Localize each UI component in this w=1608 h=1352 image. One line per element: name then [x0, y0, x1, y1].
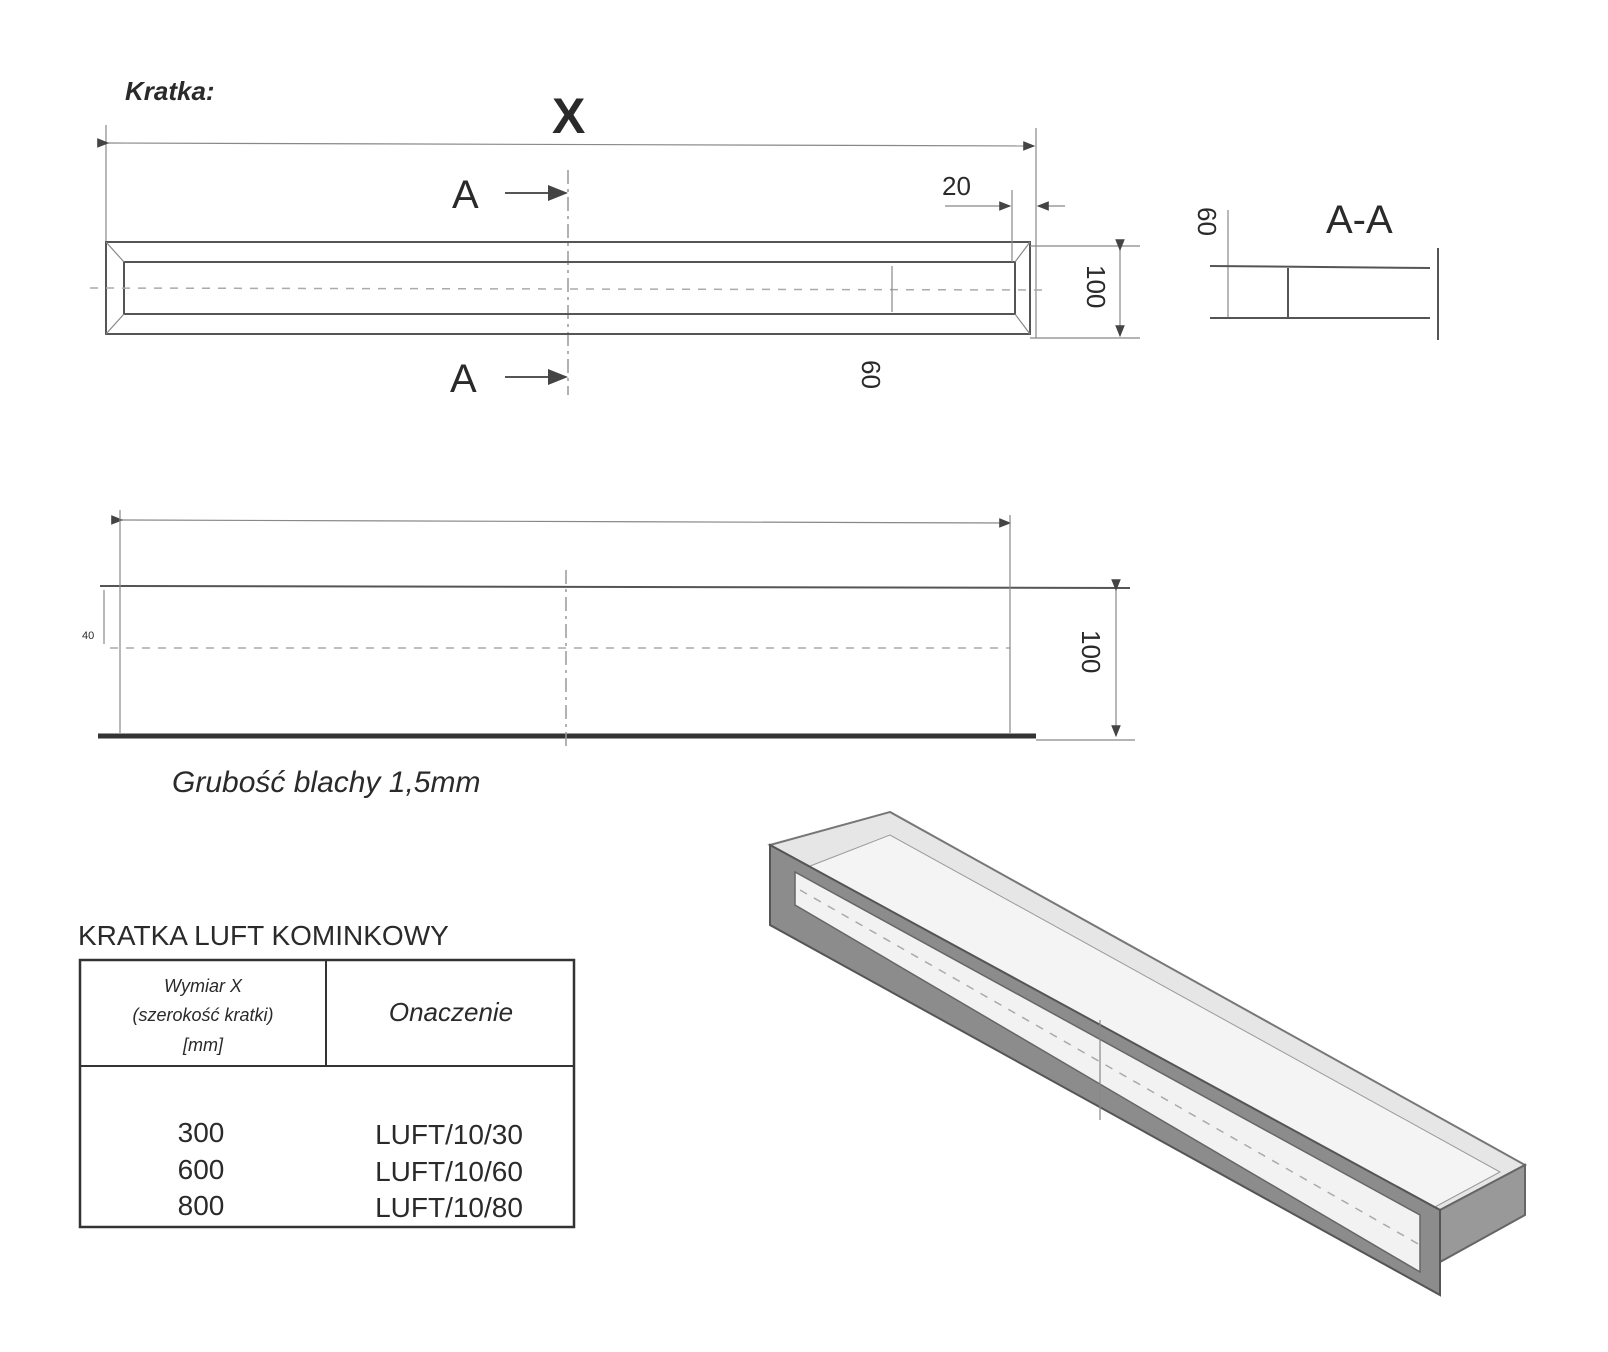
- row-code: LUFT/10/30: [375, 1119, 523, 1150]
- front-view: Kratka: X A A 20 100 60: [89, 76, 1140, 401]
- row-code: LUFT/10/80: [375, 1192, 523, 1223]
- row-code: LUFT/10/60: [375, 1156, 523, 1187]
- row-width: 300: [178, 1117, 225, 1148]
- isometric-illustration: [767, 810, 1528, 1297]
- dim-opening-label: 60: [856, 360, 886, 389]
- header-col1-line1: Wymiar X: [164, 976, 243, 996]
- header-col1-line3: [mm]: [182, 1035, 224, 1055]
- side-dim-small-label: 40: [82, 630, 94, 642]
- side-view: 100 40 Grubość blachy 1,5mm: [82, 510, 1135, 799]
- dim-flange-label: 20: [942, 171, 971, 201]
- section-title: A-A: [1326, 198, 1393, 242]
- section-marker-bottom: A: [450, 357, 477, 401]
- outer-frame: [105, 241, 1031, 335]
- section-view: 60 A-A: [1192, 198, 1439, 340]
- section-dim-label: 60: [1192, 207, 1222, 236]
- side-dim-height-label: 100: [1076, 630, 1106, 673]
- row-width: 600: [178, 1154, 225, 1185]
- row-width: 800: [178, 1190, 225, 1221]
- header-col1-line2: (szerokość kratki): [132, 1005, 273, 1025]
- product-table: KRATKA LUFT KOMINKOWY Wymiar X (szerokoś…: [78, 920, 576, 1229]
- header-col2: Onaczenie: [389, 997, 513, 1027]
- table-title: KRATKA LUFT KOMINKOWY: [78, 920, 449, 951]
- dimension-line-x: [97, 138, 1036, 151]
- drawing-label: Kratka:: [125, 76, 215, 106]
- dimension-x-label: X: [552, 88, 585, 144]
- center-line-horizontal: [89, 287, 1051, 291]
- section-marker-top: A: [452, 173, 479, 217]
- sheet-thickness-note: Grubość blachy 1,5mm: [172, 766, 480, 799]
- dim-height-label: 100: [1081, 265, 1111, 308]
